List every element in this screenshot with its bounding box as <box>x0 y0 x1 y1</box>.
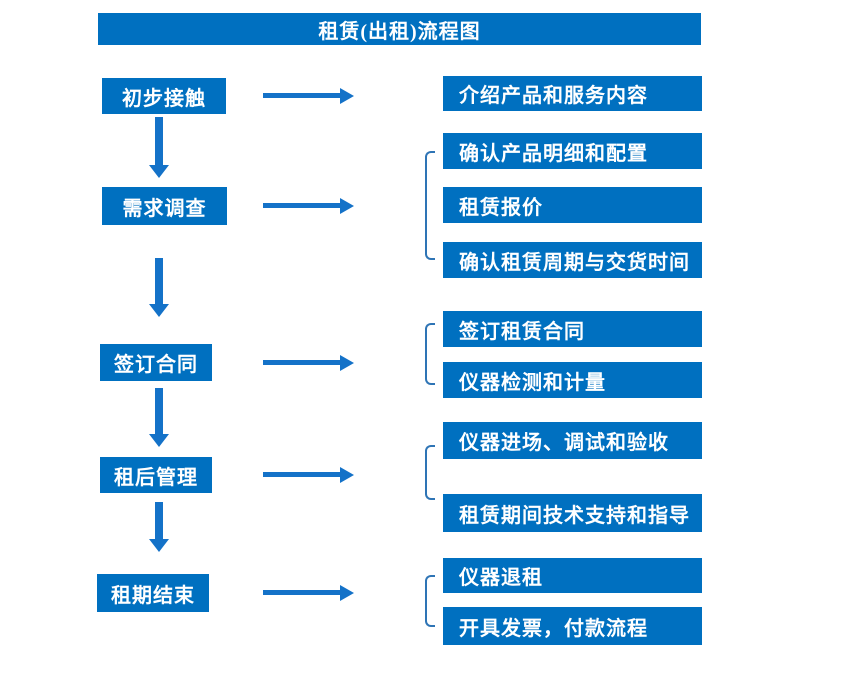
detail-label: 确认租赁周期与交货时间 <box>459 251 690 274</box>
down-arrow-icon <box>155 258 163 304</box>
detail-box-instrument-return: 仪器退租 <box>443 558 702 593</box>
group-bracket <box>425 445 435 500</box>
detail-label: 租赁报价 <box>459 196 543 219</box>
step-label: 租后管理 <box>114 466 198 489</box>
right-arrow-icon <box>263 203 340 208</box>
detail-box-instrument-setup-acceptance: 仪器进场、调试和验收 <box>443 422 702 459</box>
detail-label: 仪器检测和计量 <box>459 371 606 394</box>
step-box-demand-survey: 需求调查 <box>102 187 227 225</box>
group-bracket <box>425 575 435 627</box>
group-bracket <box>425 151 435 260</box>
detail-box-rental-quotation: 租赁报价 <box>443 187 702 223</box>
detail-box-confirm-product-details: 确认产品明细和配置 <box>443 133 702 169</box>
detail-box-confirm-rental-period: 确认租赁周期与交货时间 <box>443 242 702 278</box>
detail-box-introduce-products: 介绍产品和服务内容 <box>443 76 702 111</box>
step-box-post-rental-management: 租后管理 <box>100 457 212 493</box>
step-box-sign-contract: 签订合同 <box>100 344 212 381</box>
down-arrow-icon <box>155 117 163 165</box>
detail-label: 确认产品明细和配置 <box>459 142 648 165</box>
flowchart-title-bar: 租赁(出租)流程图 <box>98 13 701 45</box>
down-arrow-icon <box>155 502 163 539</box>
right-arrow-icon <box>263 93 340 98</box>
detail-box-invoice-payment: 开具发票，付款流程 <box>443 607 702 645</box>
step-label: 签订合同 <box>114 354 198 376</box>
detail-label: 签订租赁合同 <box>459 320 585 343</box>
right-arrow-icon <box>263 472 340 477</box>
detail-label: 介绍产品和服务内容 <box>459 85 648 107</box>
detail-label: 开具发票，付款流程 <box>459 617 648 640</box>
right-arrow-icon <box>263 590 340 595</box>
detail-label: 租赁期间技术支持和指导 <box>459 504 690 527</box>
step-box-lease-end: 租期结束 <box>97 574 209 612</box>
step-box-initial-contact: 初步接触 <box>102 78 226 114</box>
step-label: 初步接触 <box>122 87 206 110</box>
flowchart-title: 租赁(出租)流程图 <box>318 20 481 43</box>
down-arrow-icon <box>155 388 163 434</box>
right-arrow-icon <box>263 360 340 365</box>
group-bracket <box>425 323 435 385</box>
detail-box-instrument-inspection: 仪器检测和计量 <box>443 362 702 398</box>
detail-label: 仪器退租 <box>459 567 543 589</box>
detail-label: 仪器进场、调试和验收 <box>459 432 669 454</box>
detail-box-technical-support: 租赁期间技术支持和指导 <box>443 494 702 532</box>
step-label: 需求调查 <box>122 197 207 220</box>
step-label: 租期结束 <box>111 584 195 607</box>
detail-box-sign-rental-contract: 签订租赁合同 <box>443 311 702 347</box>
